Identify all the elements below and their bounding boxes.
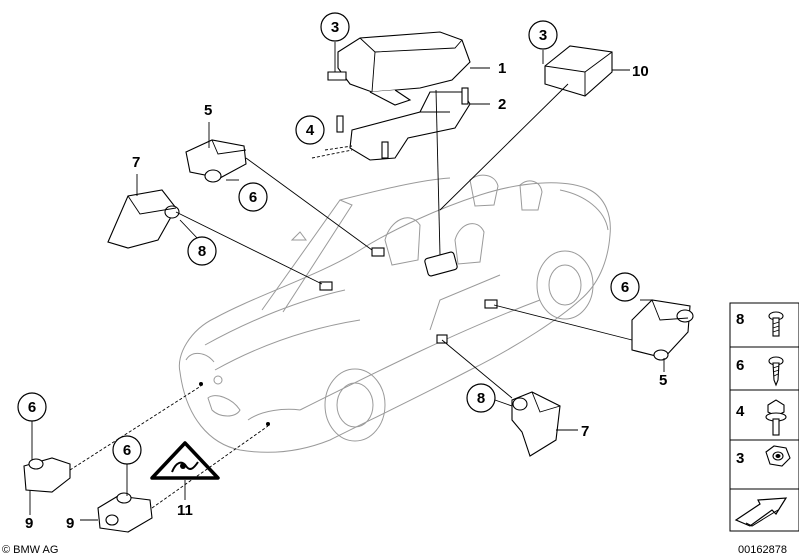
bracket-part-2 [336,87,471,161]
callout-9-left: 9 [25,515,33,532]
direction-arrow-icon [734,497,788,527]
callout-5-right: 5 [659,372,667,389]
callout-6-right: 6 [610,272,640,302]
sensor-part-7-upper [107,189,180,249]
legend-item-label: 8 [736,311,744,328]
svg-text:6: 6 [28,399,36,416]
callout-4: 4 [295,115,325,145]
sensor-part-7-right [511,391,561,457]
callout-8-right: 8 [466,383,496,413]
svg-text:3: 3 [539,27,547,44]
warning-label-part-11 [150,441,220,480]
sensor-on-car-front [199,247,498,426]
svg-text:6: 6 [123,442,131,459]
callout-9-bottom: 9 [66,515,74,532]
callout-2: 2 [498,96,506,113]
callout-1: 1 [498,60,506,77]
svg-text:8: 8 [477,390,485,407]
sensor-part-9-left [23,457,71,493]
bolt-icon [768,311,784,337]
callout-11: 11 [177,502,193,519]
collar-bolt-icon [765,399,787,436]
sensor-part-5-right [631,299,694,361]
sensor-part-9-bottom [97,492,153,533]
legend-item-label: 6 [736,357,744,374]
svg-text:6: 6 [249,189,257,206]
callout-6-bottom: 6 [112,435,142,465]
sensor-part-10 [544,45,613,97]
sensor-part-5-upper [185,139,247,183]
callout-3-top: 3 [320,12,350,42]
control-unit-part-1 [327,31,471,106]
copyright-text: © BMW AG [2,544,58,556]
screw-icon [768,356,784,387]
diagram-number: 00162878 [738,544,787,556]
car-outline [178,174,611,453]
hardware-legend: 8 6 4 3 [729,302,799,532]
svg-text:6: 6 [621,279,629,296]
svg-text:8: 8 [198,243,206,260]
callout-8-upper: 8 [187,236,217,266]
hex-nut-icon [765,445,791,467]
callout-5-upper: 5 [204,102,212,119]
callout-7-right: 7 [581,423,589,440]
callout-10: 10 [632,63,649,80]
callout-7-upper: 7 [132,154,140,171]
svg-text:3: 3 [331,19,339,36]
svg-text:4: 4 [306,122,315,139]
callout-6-upper: 6 [238,182,268,212]
leader-lines [29,42,665,521]
callout-6-left: 6 [17,392,47,422]
legend-item-label: 3 [736,450,744,467]
legend-item-label: 4 [736,403,745,420]
callout-3-right: 3 [528,20,558,50]
